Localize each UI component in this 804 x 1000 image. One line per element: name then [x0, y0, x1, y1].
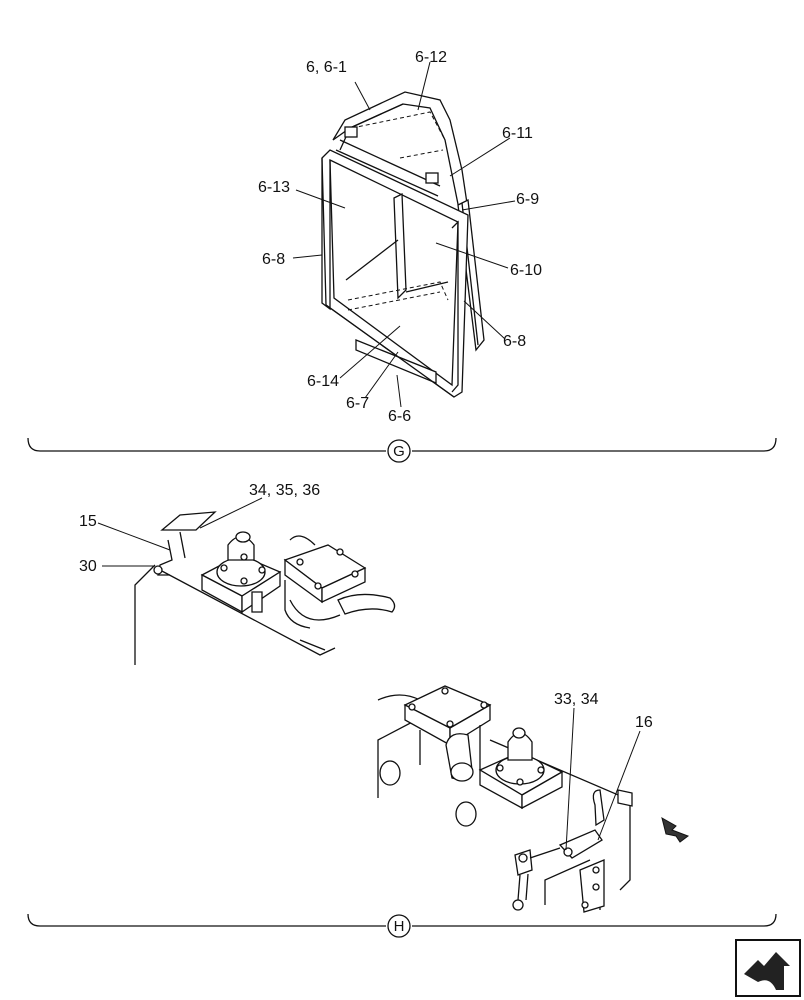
section-bracket-h: H: [27, 913, 777, 938]
radiator-shroud-assembly: [321, 91, 485, 398]
callout-34-35-36: 34, 35, 36: [249, 482, 320, 499]
callout-6-8-right: 6-8: [503, 333, 526, 350]
callout-16: 16: [635, 714, 653, 731]
tank-side-view-right: [377, 685, 633, 913]
callout-6-13: 6-13: [258, 179, 290, 196]
callout-6-7: 6-7: [346, 395, 369, 412]
section-label-g: G: [393, 443, 405, 460]
callout-33-34: 33, 34: [554, 691, 599, 708]
leader-lines-upper: [292, 61, 516, 408]
callout-6-6: 6-6: [388, 408, 411, 425]
leader-lines-lower-right: [565, 707, 641, 851]
section-label-h: H: [394, 918, 405, 935]
callout-6-10: 6-10: [510, 262, 542, 279]
section-bracket-g: G: [27, 437, 777, 463]
callout-6-6-1: 6, 6-1: [306, 59, 347, 76]
leader-lines-lower-left: [97, 497, 263, 567]
callout-6-14: 6-14: [307, 373, 339, 390]
tank-top-view-left: [134, 511, 396, 665]
callout-6-8-left: 6-8: [262, 251, 285, 268]
callout-6-11: 6-11: [502, 125, 533, 142]
callout-6-12: 6-12: [415, 49, 447, 66]
callout-15: 15: [79, 513, 97, 530]
callout-30: 30: [79, 558, 97, 575]
callout-6-9: 6-9: [516, 191, 539, 208]
direction-arrow-icon: [661, 816, 690, 843]
next-page-arrow-icon[interactable]: [735, 939, 801, 997]
